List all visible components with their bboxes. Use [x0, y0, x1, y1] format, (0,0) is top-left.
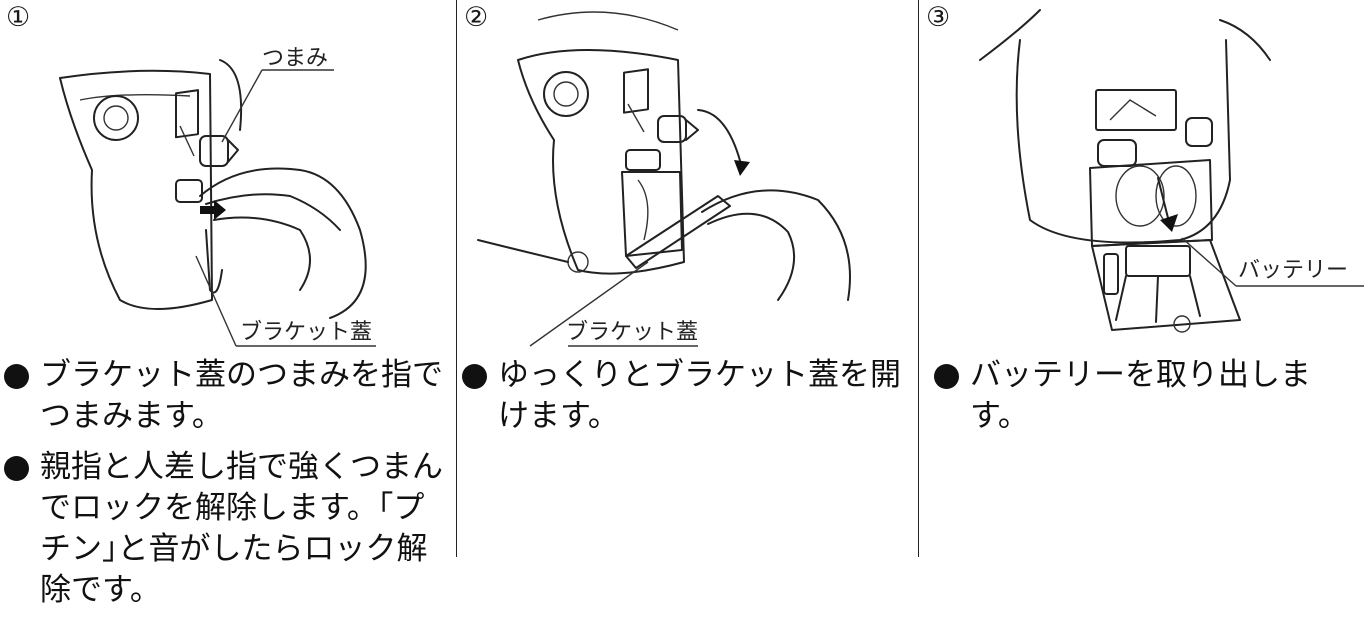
callout-bracket-cover: ブラケット蓋 [240, 320, 373, 345]
instruction-item: バッテリーを取り出します。 [930, 355, 1360, 437]
instruction-item: 親指と人差し指で強くつまんでロックを解除します。｢プチン｣と音がしたらロック解除… [0, 447, 450, 611]
column-divider [456, 0, 457, 557]
instruction-item: ゆっくりとブラケット蓋を開けます。 [458, 355, 910, 437]
step-panel-3: ③ バッテリー バッテリーを取り出します。 [920, 0, 1364, 557]
step-number: ② [464, 2, 489, 33]
step-number: ③ [926, 2, 951, 33]
callout-battery: バッテリー [1238, 258, 1349, 283]
instruction-list: ブラケット蓋のつまみを指でつまみます。 親指と人差し指で強くつまんでロックを解除… [0, 355, 450, 621]
instruction-item: ブラケット蓋のつまみを指でつまみます。 [0, 355, 450, 437]
step-number: ① [6, 2, 31, 33]
instruction-list: ゆっくりとブラケット蓋を開けます。 [458, 355, 910, 447]
column-divider [918, 0, 919, 557]
instruction-list: バッテリーを取り出します。 [930, 355, 1360, 447]
callout-bracket-cover: ブラケット蓋 [566, 320, 699, 345]
callout-knob: つまみ [262, 46, 329, 71]
illustration-remove-battery [979, 9, 1364, 333]
step-panel-1: ① つまみ ブラケット蓋 ブラケット蓋のつまみを指でつまみます。 親指と人差し指… [0, 0, 456, 608]
step-panel-2: ② ブラケット蓋 ゆっくりとブラケット蓋を開けます。 [458, 0, 918, 557]
illustration-open-cover [477, 11, 851, 347]
illustration-knob-grip [59, 59, 376, 347]
